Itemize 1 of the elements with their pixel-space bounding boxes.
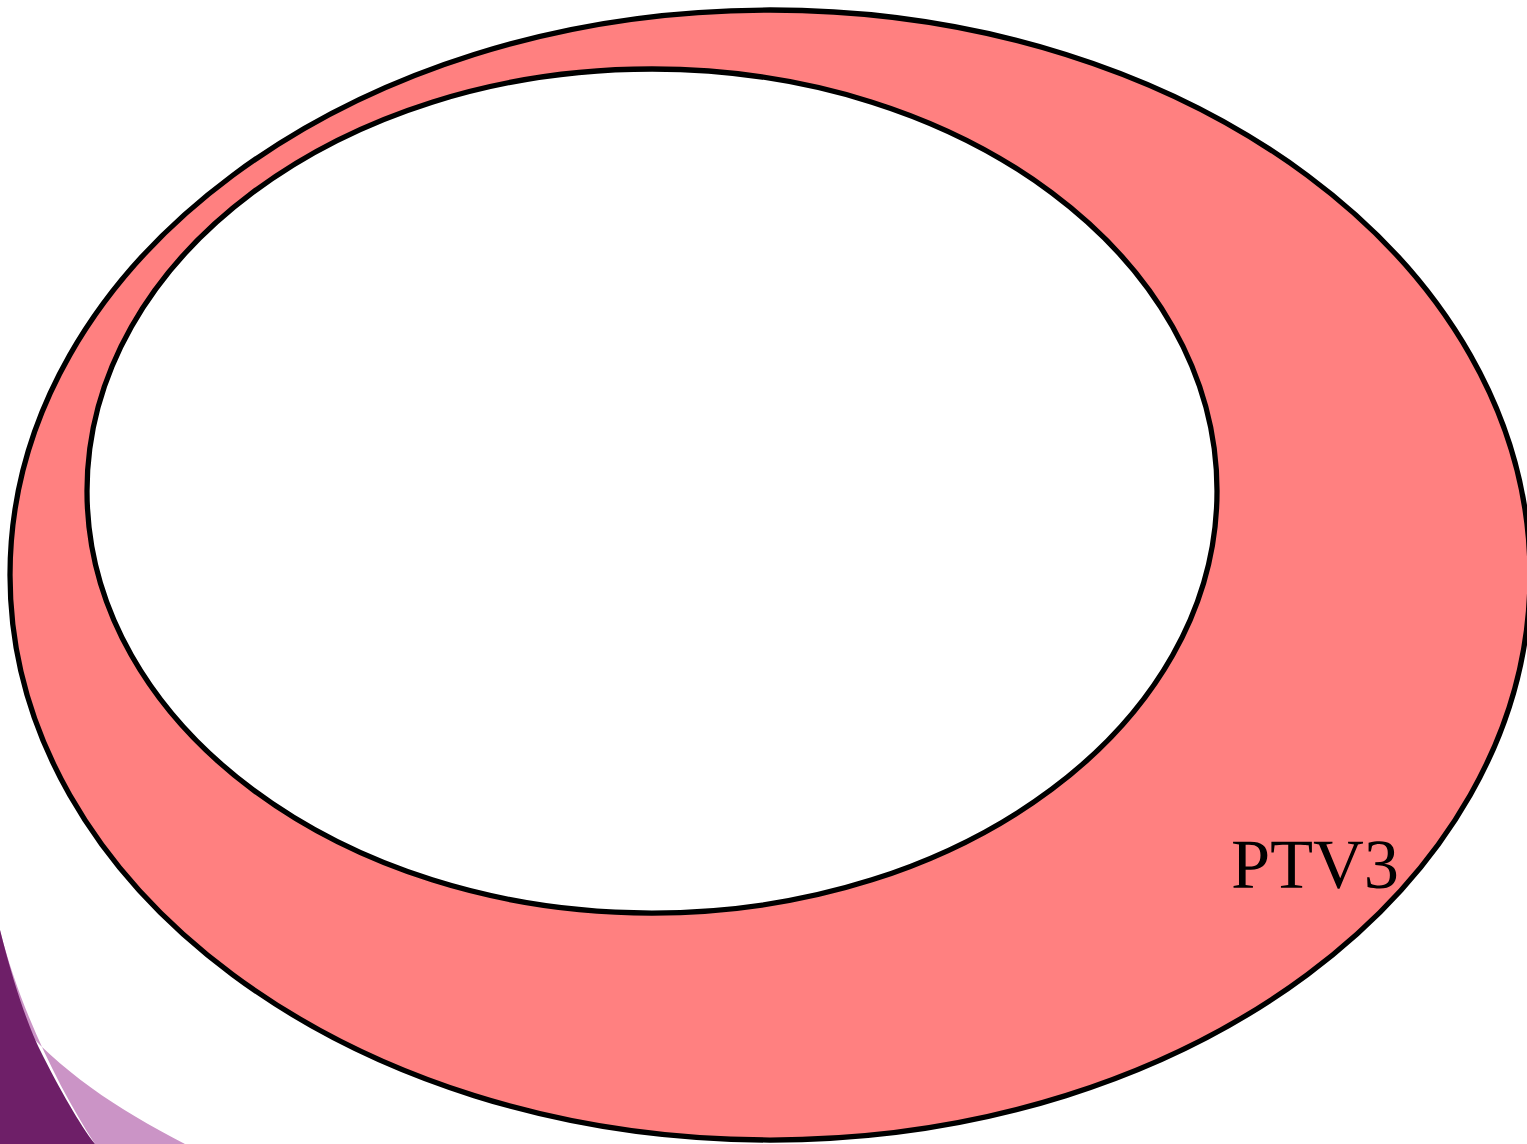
- ellipse-shape: [84, 66, 1220, 916]
